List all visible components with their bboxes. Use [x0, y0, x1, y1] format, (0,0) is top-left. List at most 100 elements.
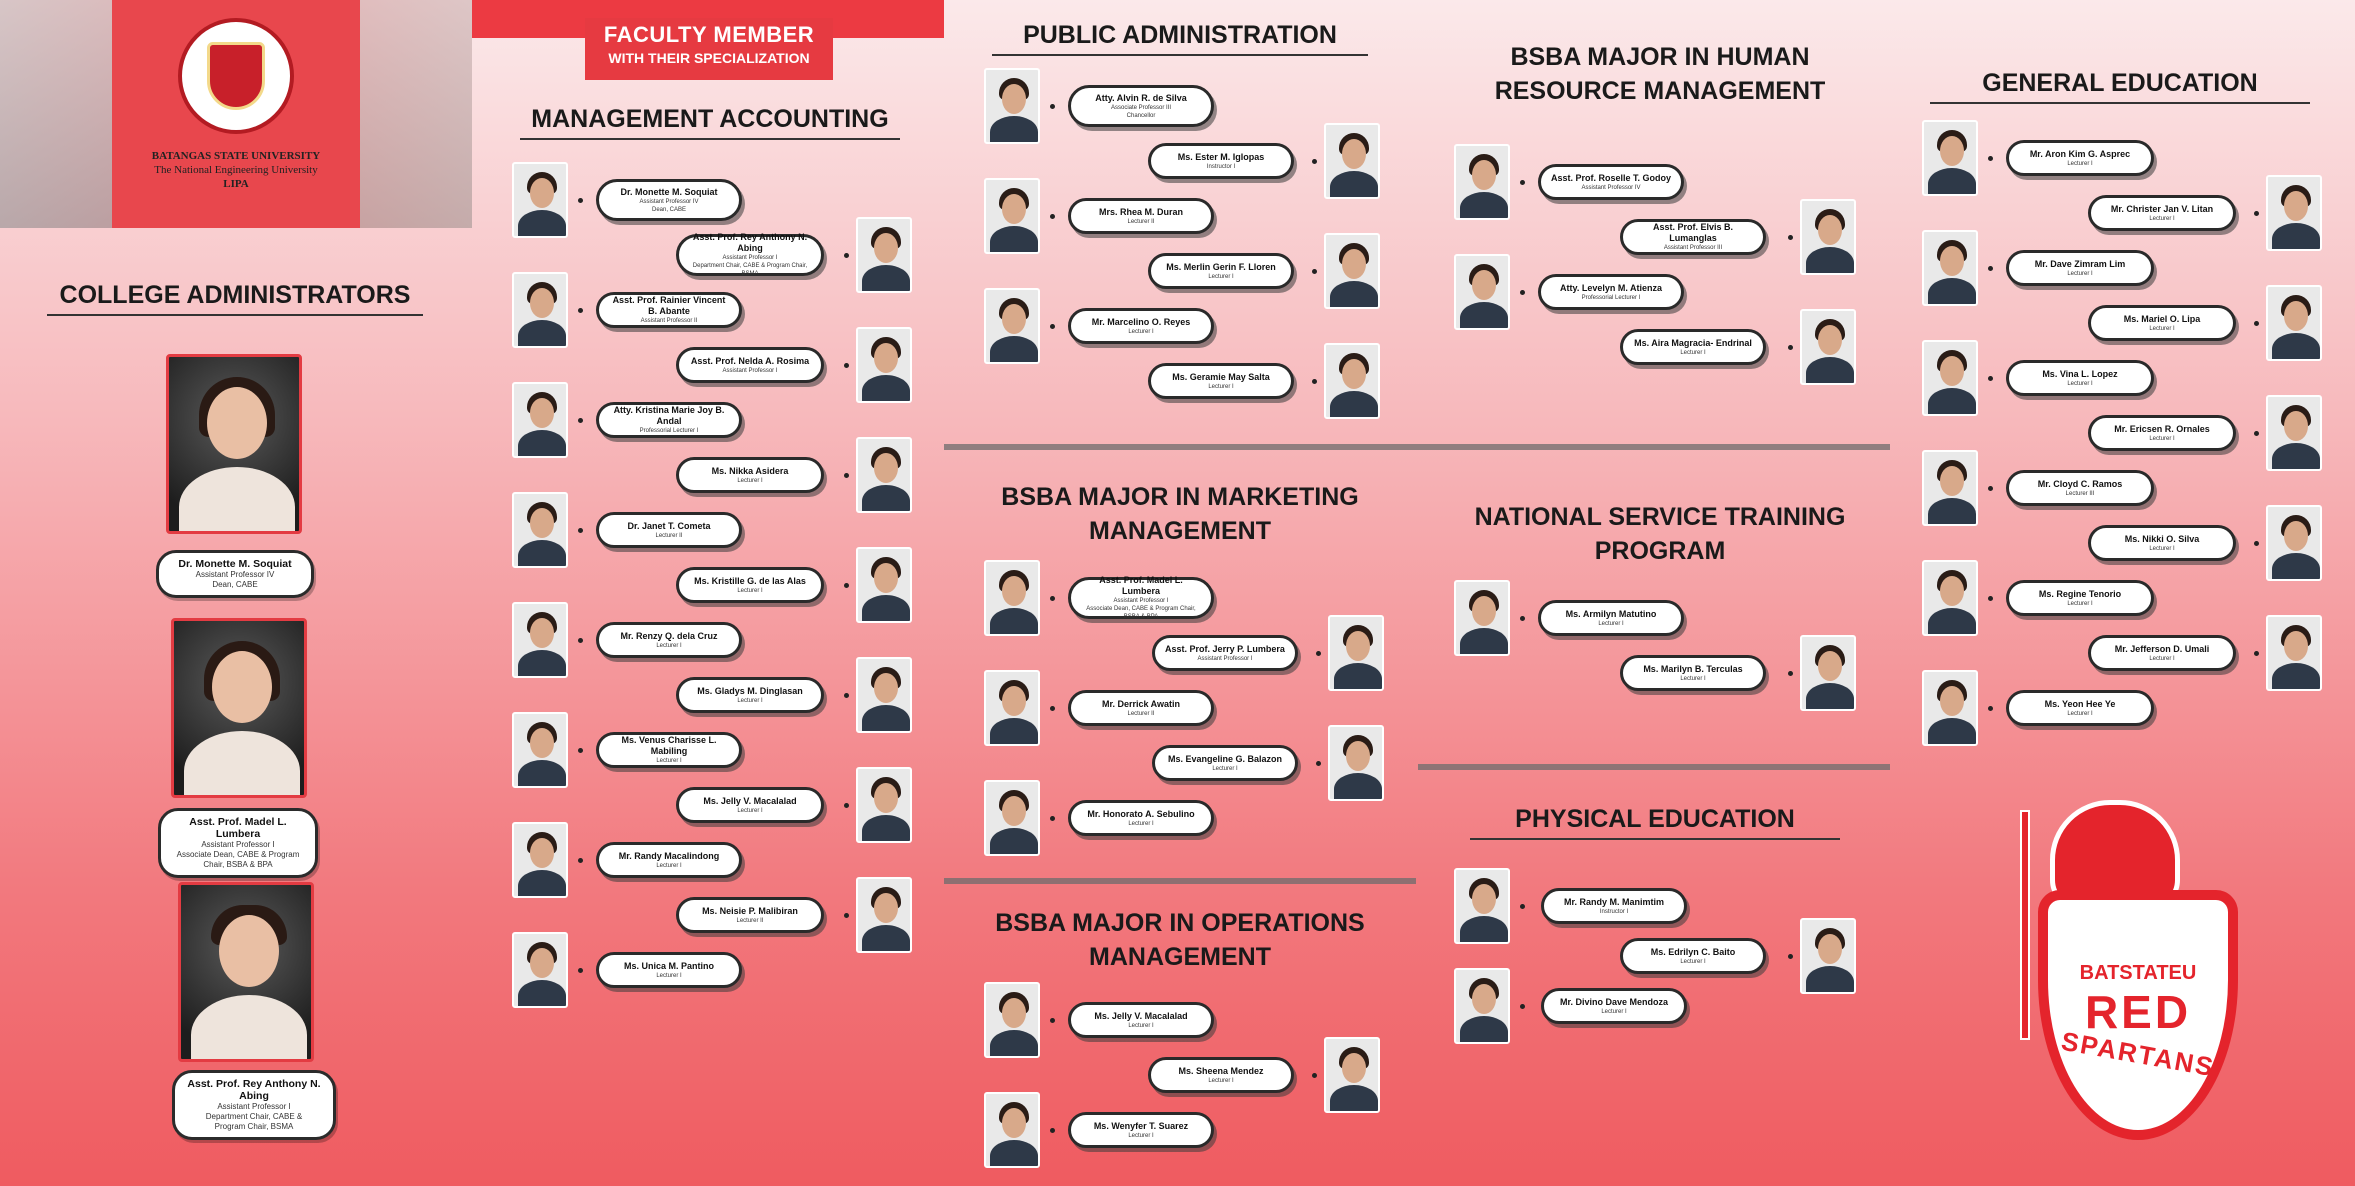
management_accounting-photo-15 — [512, 932, 568, 1008]
management_accounting-connector-dot-11 — [578, 748, 583, 753]
banner-title: FACULTY MEMBER — [603, 22, 815, 47]
marketing-connector-dot-4 — [1316, 761, 1321, 766]
management_accounting-role-2: Assistant Professor I — [722, 255, 778, 261]
marketing-photo-1 — [984, 560, 1040, 636]
management_accounting-role-15: Lecturer I — [656, 972, 682, 979]
public_administration-name-2: Ms. Ester M. Iglopas — [1177, 151, 1265, 162]
public_administration-connector-dot-4 — [1312, 269, 1317, 274]
marketing-name-3: Mr. Derrick Awatin — [1101, 698, 1181, 709]
management_accounting-role-13: Lecturer I — [656, 862, 682, 869]
gen_ed-name-5: Ms. Vina L. Lopez — [2042, 368, 2118, 379]
public_administration-role-2: Instructor I — [1206, 163, 1236, 170]
gen_ed-photo-5 — [1922, 340, 1978, 416]
gen_ed-name-6: Mr. Ericsen R. Ornales — [2114, 423, 2210, 434]
marketing-connector-dot-5 — [1050, 816, 1055, 821]
pe-name-3: Mr. Divino Dave Mendoza — [1559, 996, 1669, 1007]
public_administration-role-3: Lecturer II — [1127, 218, 1155, 225]
management_accounting-photo-6 — [856, 437, 912, 513]
operations-name-1: Ms. Jelly V. Macalalad — [1094, 1010, 1188, 1021]
marketing-connector-dot-2 — [1316, 651, 1321, 656]
management_accounting-role2-2: Department Chair, CABE & Program Chair, … — [692, 263, 808, 277]
gen_ed-photo-8 — [2266, 505, 2322, 581]
red-spartans-mascot: BATSTATEU RED SPARTANS — [2010, 800, 2250, 1170]
management_accounting-role-7: Lecturer II — [655, 532, 683, 539]
gen_ed-connector-dot-5 — [1988, 376, 1993, 381]
gen_ed-role-10: Lecturer I — [2149, 655, 2175, 662]
public_administration-photo-6 — [1324, 343, 1380, 419]
hrm-connector-dot-1 — [1520, 180, 1525, 185]
management_accounting-photo-11 — [512, 712, 568, 788]
management_accounting-name-9: Mr. Renzy Q. dela Cruz — [620, 630, 718, 641]
hrm-name-1: Asst. Prof. Roselle T. Godoy — [1550, 172, 1672, 183]
management_accounting-role-11: Lecturer I — [656, 758, 682, 764]
operations-role-3: Lecturer I — [1128, 1132, 1154, 1139]
public_administration-role-4: Lecturer I — [1208, 273, 1234, 280]
management_accounting-photo-10 — [856, 657, 912, 733]
operations-photo-2 — [1324, 1037, 1380, 1113]
gen_ed-name-7: Mr. Cloyd C. Ramos — [2037, 478, 2123, 489]
marketing-role-2: Assistant Professor I — [1197, 655, 1253, 662]
divider-marketing-operations — [944, 878, 1416, 884]
nstp-photo-1 — [1454, 580, 1510, 656]
pe-role-2: Lecturer I — [1680, 958, 1706, 965]
gen_ed-role-3: Lecturer I — [2067, 270, 2093, 277]
gen_ed-role-9: Lecturer I — [2067, 600, 2093, 607]
marketing-role-5: Lecturer I — [1128, 820, 1154, 827]
marketing-role-4: Lecturer I — [1212, 765, 1238, 772]
marketing-name-1: Asst. Prof. Madel L. Lumbera — [1099, 575, 1183, 596]
divider-middle-top — [944, 444, 1890, 450]
campus-name: LIPA — [223, 178, 249, 190]
gen_ed-name-4: Ms. Mariel O. Lipa — [2123, 313, 2201, 324]
gen_ed-photo-4 — [2266, 285, 2322, 361]
management_accounting-photo-7 — [512, 492, 568, 568]
gen_ed-photo-7 — [1922, 450, 1978, 526]
gen_ed-role-8: Lecturer I — [2149, 545, 2175, 552]
hrm-role-1: Assistant Professor IV — [1581, 184, 1641, 191]
public_administration-name-4: Ms. Merlin Gerin F. Lloren — [1166, 261, 1276, 272]
management_accounting-connector-dot-10 — [844, 693, 849, 698]
faculty-banner: FACULTY MEMBER WITH THEIR SPECIALIZATION — [585, 18, 833, 80]
management_accounting-name-1: Dr. Monette M. Soquiat — [620, 186, 718, 197]
management_accounting-name-7: Dr. Janet T. Cometa — [627, 520, 711, 531]
public_administration-connector-dot-1 — [1050, 104, 1055, 109]
management_accounting-name-6: Ms. Nikka Asidera — [711, 465, 789, 476]
management_accounting-photo-1 — [512, 162, 568, 238]
management_accounting-photo-5 — [512, 382, 568, 458]
public_administration-name-1: Atty. Alvin R. de Silva — [1095, 92, 1187, 103]
public_administration-role2-1: Chancellor — [1126, 112, 1156, 119]
section-title-management-accounting: MANAGEMENT ACCOUNTING — [510, 102, 910, 140]
management_accounting-name-13: Mr. Randy Macalindong — [618, 850, 720, 861]
nstp-role-1: Lecturer I — [1598, 620, 1624, 627]
gen_ed-name-2: Mr. Christer Jan V. Litan — [2110, 203, 2214, 214]
management_accounting-role-4: Assistant Professor I — [722, 367, 778, 374]
management_accounting-connector-dot-6 — [844, 473, 849, 478]
gen_ed-photo-3 — [1922, 230, 1978, 306]
pe-name-1: Mr. Randy M. Manimtim — [1563, 896, 1664, 907]
management_accounting-name-12: Ms. Jelly V. Macalalad — [703, 795, 797, 806]
management_accounting-name-5: Atty. Kristina Marie Joy B. Andal — [613, 405, 725, 426]
pe-role-1: Instructor I — [1599, 908, 1629, 915]
public_administration-role-1: Associate Professor III — [1110, 104, 1172, 111]
university-name: BATANGAS STATE UNIVERSITY — [151, 150, 321, 162]
section-title-administrators: COLLEGE ADMINISTRATORS — [40, 278, 430, 316]
divider-nstp-pe — [1418, 764, 1890, 770]
marketing-photo-2 — [1328, 615, 1384, 691]
management_accounting-connector-dot-7 — [578, 528, 583, 533]
section-title-pe: PHYSICAL EDUCATION — [1470, 802, 1840, 840]
banner-subtitle: WITH THEIR SPECIALIZATION — [608, 50, 810, 66]
section-title-gen-ed: GENERAL EDUCATION — [1920, 66, 2320, 104]
